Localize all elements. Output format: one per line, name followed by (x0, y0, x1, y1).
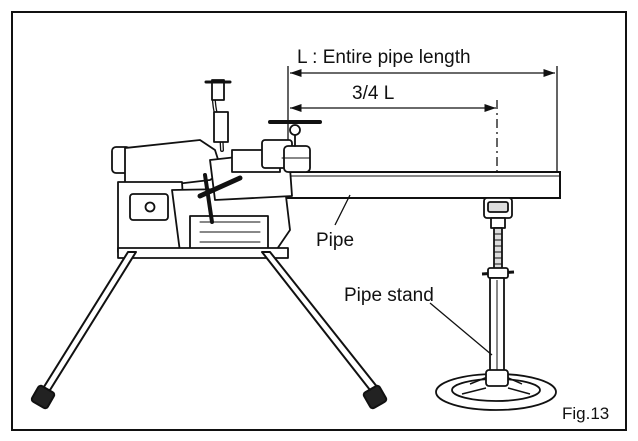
leader-pipe (334, 194, 351, 226)
pipe (284, 171, 561, 199)
machine-legs (30, 251, 388, 410)
threading-machine (111, 79, 322, 259)
label-figure-number: Fig.13 (562, 404, 609, 423)
label-three-quarter: 3/4 L (352, 83, 394, 104)
leader-pipe-stand (429, 302, 493, 356)
figure-frame (11, 11, 627, 431)
label-entire-length: L : Entire pipe length (297, 47, 471, 68)
pipe-stand (435, 197, 557, 411)
label-pipe-stand: Pipe stand (344, 285, 434, 306)
leader-lines (334, 194, 493, 356)
label-pipe: Pipe (316, 230, 354, 251)
